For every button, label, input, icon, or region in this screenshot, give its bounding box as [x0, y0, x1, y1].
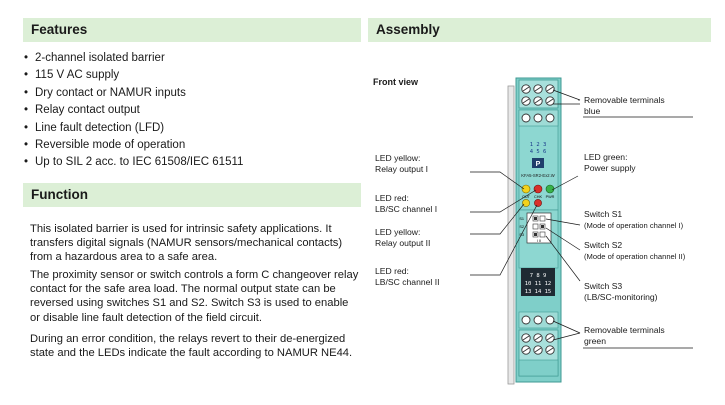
features-title: Features: [31, 22, 88, 37]
label-led-yellow-2: LED yellow: Relay output II: [375, 227, 431, 248]
logo-icon: [532, 158, 544, 168]
din-rail: [507, 85, 515, 385]
function-paragraph-2: The proximity sensor or switch controls …: [30, 269, 359, 324]
terminal-numbers-top-1: 1 2 3: [530, 142, 547, 148]
led-red-1: [533, 184, 543, 194]
screw-icon: [545, 315, 555, 325]
screw-icon: [533, 315, 543, 325]
led-label-out: OUT: [522, 195, 531, 199]
list-item: Line fault detection (LFD): [24, 120, 243, 138]
list-item: 2-channel isolated barrier: [24, 50, 243, 68]
function-paragraph-3: During an error condition, the relays re…: [30, 333, 353, 360]
list-item: Reversible mode of operation: [24, 137, 243, 155]
label-switch-s1: Switch S1 (Mode of operation channel I): [584, 209, 684, 230]
label-removable-blue: Removable terminals blue: [584, 95, 665, 116]
switch-label-s3: S3: [519, 233, 524, 237]
label-removable-green: Removable terminals green: [584, 325, 665, 346]
assembly-title: Assembly: [376, 22, 440, 37]
model-label: KFA5-SR2-Ex2.W: [521, 173, 555, 178]
terminal-numbers-bottom-2: 10 11 12: [525, 281, 552, 287]
features-header: Features: [23, 18, 361, 42]
front-view-label: Front view: [373, 77, 419, 87]
led-red-2: [534, 199, 542, 207]
led-label-chk: CHK: [534, 195, 542, 199]
label-led-yellow-1: LED yellow: Relay output I: [375, 153, 429, 174]
list-item: Up to SIL 2 acc. to IEC 61508/IEC 61511: [24, 154, 243, 172]
screw-icon: [533, 113, 543, 123]
terminal-numbers-top-2: 4 5 6: [530, 149, 547, 155]
label-led-red-2: LED red: LB/SC channel II: [375, 266, 440, 287]
terminal-numbers-bottom-3: 13 14 15: [525, 289, 552, 295]
list-item: 115 V AC supply: [24, 67, 243, 85]
led-yellow-2: [522, 199, 530, 207]
features-list: 2-channel isolated barrier 115 V AC supp…: [24, 50, 243, 172]
screw-icon: [521, 315, 531, 325]
terminal-numbers-bottom-panel: [521, 268, 555, 296]
list-item: Relay contact output: [24, 102, 243, 120]
assembly-header: Assembly: [368, 18, 711, 42]
function-paragraph-1: This isolated barrier is used for intrin…: [30, 223, 343, 264]
list-item: Dry contact or NAMUR inputs: [24, 85, 243, 103]
label-switch-s2: Switch S2 (Mode of operation channel II): [584, 240, 686, 261]
led-green: [545, 184, 555, 194]
switch-label-s1: S1: [519, 217, 524, 221]
label-switch-s3: Switch S3 (LB/SC-monitoring): [584, 281, 658, 302]
screw-icon: [545, 113, 555, 123]
dip-switch-s2: [532, 223, 539, 230]
function-title: Function: [31, 187, 88, 202]
switch-label-s2: S2: [519, 225, 524, 229]
leader-lines-right: [545, 89, 693, 349]
led-label-pwr: PWR: [546, 195, 555, 199]
function-header: Function: [23, 183, 361, 207]
switch-io-label: I II: [537, 239, 541, 243]
led-yellow-1: [521, 184, 531, 194]
screw-icon: [521, 113, 531, 123]
label-led-red-1: LED red: LB/SC channel I: [375, 193, 438, 214]
leader-lines-left: [470, 171, 538, 276]
switch-panel: [526, 212, 552, 244]
logo-letter: P: [536, 161, 541, 168]
label-led-green: LED green: Power supply: [584, 152, 636, 173]
terminal-numbers-bottom-1: 7 8 9: [530, 273, 547, 279]
